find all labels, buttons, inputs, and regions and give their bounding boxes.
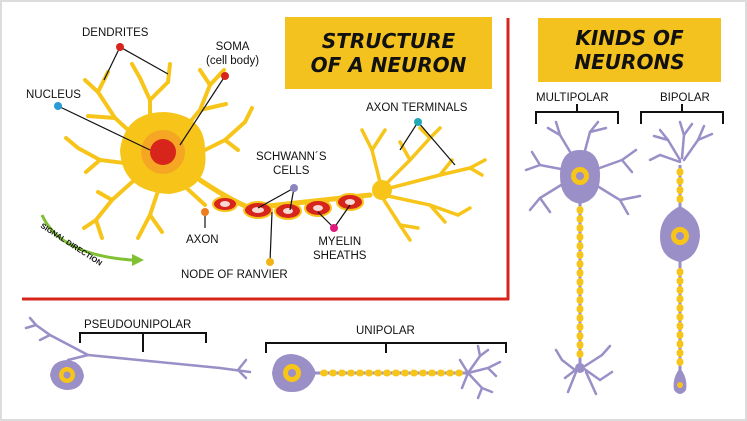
myelin-bead [356,369,364,377]
myelin-bead [676,358,684,366]
myelin-bead [576,341,584,349]
myelin-bead [576,233,584,241]
myelin-bead [576,260,584,268]
myelin-bead [347,369,355,377]
myelin-bead [455,369,463,377]
myelin-bead [383,369,391,377]
myelin-bead [410,369,418,377]
schwann-dot [290,184,298,192]
myelin-bead [576,215,584,223]
myelin-bead [576,251,584,259]
signal-direction-label: SIGNAL DIRECTION [39,221,104,268]
myelin-bead [676,268,684,276]
myelin-bead [401,369,409,377]
myelin-bead [392,369,400,377]
myelin-bead [365,369,373,377]
myelin-bead [576,224,584,232]
axon-beads [320,168,684,377]
myelin-bead [676,331,684,339]
main-neuron [64,62,487,242]
myelin-bead [676,349,684,357]
myelin-bead [676,177,684,185]
signal-arrow [40,214,133,262]
axon-terminals-dot [414,118,422,126]
brackets [79,104,724,353]
myelin-bead [428,369,436,377]
myelin-bead [676,304,684,312]
schwann-cells-label: SCHWANN´S CELLS [256,151,327,177]
node-of-ranvier-label: NODE OF RANVIER [181,269,288,281]
myelin-bead [676,313,684,321]
myelin-bead [576,278,584,286]
dendrites-label: DENDRITES [82,27,149,39]
myelin-bead [676,168,684,176]
myelin-bead [576,206,584,214]
myelin-bead [576,305,584,313]
myelin-bead [419,369,427,377]
myelin-bead [676,286,684,294]
myelin-bead [329,369,337,377]
soma-title: SOMA [215,41,250,53]
pseudounipolar-label: PSEUDOUNIPOLAR [84,319,192,331]
axon-dot [201,208,209,216]
myelin-bead [576,269,584,277]
pseudounipolar-neuron [24,316,252,390]
myelin-bead [676,322,684,330]
dendrites-dot [116,43,124,51]
myelin-bead [676,195,684,203]
myelin-bead [576,287,584,295]
myelin-bead [437,369,445,377]
myelin-bead [576,242,584,250]
myelin-bead [320,369,328,377]
signal-arrowhead [132,254,144,266]
axon-terminals-label: AXON TERMINALS [366,102,468,114]
nucleus-label: NUCLEUS [26,89,81,101]
myelin-bead [576,323,584,331]
myelin-bead [576,350,584,358]
myelin-bead [676,186,684,194]
soma-label: SOMA (cell body) [206,40,259,68]
bipolar-label: BIPOLAR [660,92,710,104]
myelin-bead [676,340,684,348]
myelin-sheaths-label: MYELIN SHEATHS [313,236,367,262]
unipolar-label: UNIPOLAR [356,325,415,337]
myelin-bead [676,295,684,303]
node-dot [266,258,274,266]
soma-subtitle: (cell body) [206,55,260,67]
myelin-bead [676,277,684,285]
myelin-bead [446,369,454,377]
myelin-dot [330,224,338,232]
myelin-bead [576,314,584,322]
multipolar-label: MULTIPOLAR [536,92,609,104]
myelin-bead [338,369,346,377]
myelin-bead [576,296,584,304]
myelin-bead [576,332,584,340]
nucleus-shape [150,139,176,165]
nucleus-dot [54,102,62,110]
myelin-bead [374,369,382,377]
axon-label: AXON [186,234,219,246]
soma-dot [221,72,229,80]
